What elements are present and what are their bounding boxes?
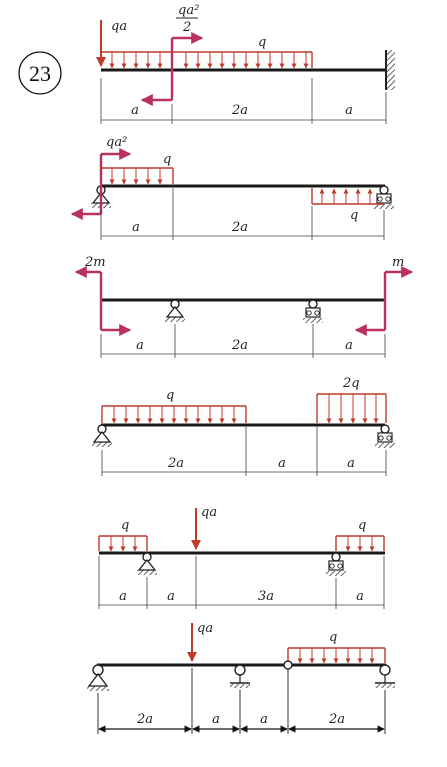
scheme-5: q qa q a a 3a a bbox=[98, 505, 385, 609]
dim-label: a bbox=[260, 712, 268, 727]
pin-support-icon bbox=[165, 299, 185, 322]
pin-support-icon bbox=[137, 552, 157, 575]
scheme-2: qa² q q a bbox=[70, 135, 394, 240]
roller-support-icon bbox=[326, 552, 346, 576]
scheme-4: q 2q 2a a a bbox=[92, 376, 395, 476]
label-qa2-numerator: qa² bbox=[178, 3, 199, 18]
roller-support-icon bbox=[375, 664, 395, 688]
moment-qa2 bbox=[70, 148, 132, 220]
fixed-wall-icon bbox=[385, 50, 395, 90]
distributed-load-q bbox=[98, 535, 148, 552]
label-q: q bbox=[121, 518, 129, 533]
distributed-load-q bbox=[287, 647, 386, 664]
dim-label: 3a bbox=[258, 589, 274, 604]
roller-support-icon bbox=[230, 664, 250, 688]
scheme-3: 2m m a 2a a bbox=[74, 255, 414, 358]
dim-label: 2a bbox=[136, 712, 153, 727]
dim-label: a bbox=[119, 589, 127, 604]
dim-label: a bbox=[167, 589, 175, 604]
label-qa: qa bbox=[197, 621, 213, 636]
dimension-line bbox=[101, 427, 387, 476]
label-qa2: qa² bbox=[106, 135, 127, 150]
dimension-line bbox=[98, 556, 385, 609]
scheme-1: qa q qa² bbox=[96, 3, 395, 124]
moment-2m bbox=[74, 266, 132, 336]
label-q: q bbox=[258, 35, 266, 50]
dim-label: a bbox=[278, 456, 286, 471]
dim-label: a bbox=[212, 712, 220, 727]
dimension-line bbox=[97, 668, 386, 734]
problem-number: 23 bbox=[29, 61, 51, 86]
label-qa: qa bbox=[201, 505, 217, 520]
pin-support-icon bbox=[87, 664, 109, 691]
hinge-icon bbox=[283, 660, 293, 670]
dim-label: 2a bbox=[231, 103, 248, 118]
moment-qa2-half bbox=[140, 32, 204, 106]
dimension-line bbox=[100, 324, 386, 358]
dim-label: a bbox=[131, 103, 139, 118]
dim-label: a bbox=[347, 456, 355, 471]
dimension-line bbox=[100, 78, 387, 124]
dim-label: 2a bbox=[167, 456, 184, 471]
roller-support-icon bbox=[374, 185, 394, 209]
distributed-load-q bbox=[335, 535, 385, 552]
problem-number-badge: 23 bbox=[18, 51, 62, 95]
label-m: m bbox=[392, 255, 404, 270]
dim-label: a bbox=[345, 338, 353, 353]
dim-label: a bbox=[345, 103, 353, 118]
label-q: q bbox=[166, 388, 174, 403]
label-qa2-denominator: 2 bbox=[182, 20, 191, 35]
dim-label: a bbox=[136, 338, 144, 353]
label-q: q bbox=[350, 208, 358, 223]
dim-label: 2a bbox=[231, 338, 248, 353]
dim-label: 2a bbox=[231, 220, 248, 235]
distributed-load-q bbox=[101, 167, 174, 185]
label-2m: 2m bbox=[84, 255, 106, 270]
distributed-load-q bbox=[101, 405, 247, 424]
dimension-line bbox=[100, 188, 385, 240]
label-q: q bbox=[358, 518, 366, 533]
label-q: q bbox=[163, 152, 171, 167]
roller-support-icon bbox=[375, 424, 395, 448]
moment-m bbox=[354, 266, 414, 336]
label-qa: qa bbox=[111, 19, 127, 34]
label-2q: 2q bbox=[342, 376, 360, 391]
distributed-load-q bbox=[101, 51, 313, 69]
distributed-load-2q bbox=[316, 393, 387, 424]
roller-support-icon bbox=[303, 299, 323, 323]
dim-label: a bbox=[356, 589, 364, 604]
distributed-load-q-upward bbox=[311, 188, 384, 205]
dim-label: 2a bbox=[328, 712, 345, 727]
label-q: q bbox=[329, 630, 337, 645]
scheme-6: qa q 2a a a 2a bbox=[87, 621, 395, 734]
pin-support-icon bbox=[92, 424, 112, 447]
dim-label: a bbox=[132, 220, 140, 235]
